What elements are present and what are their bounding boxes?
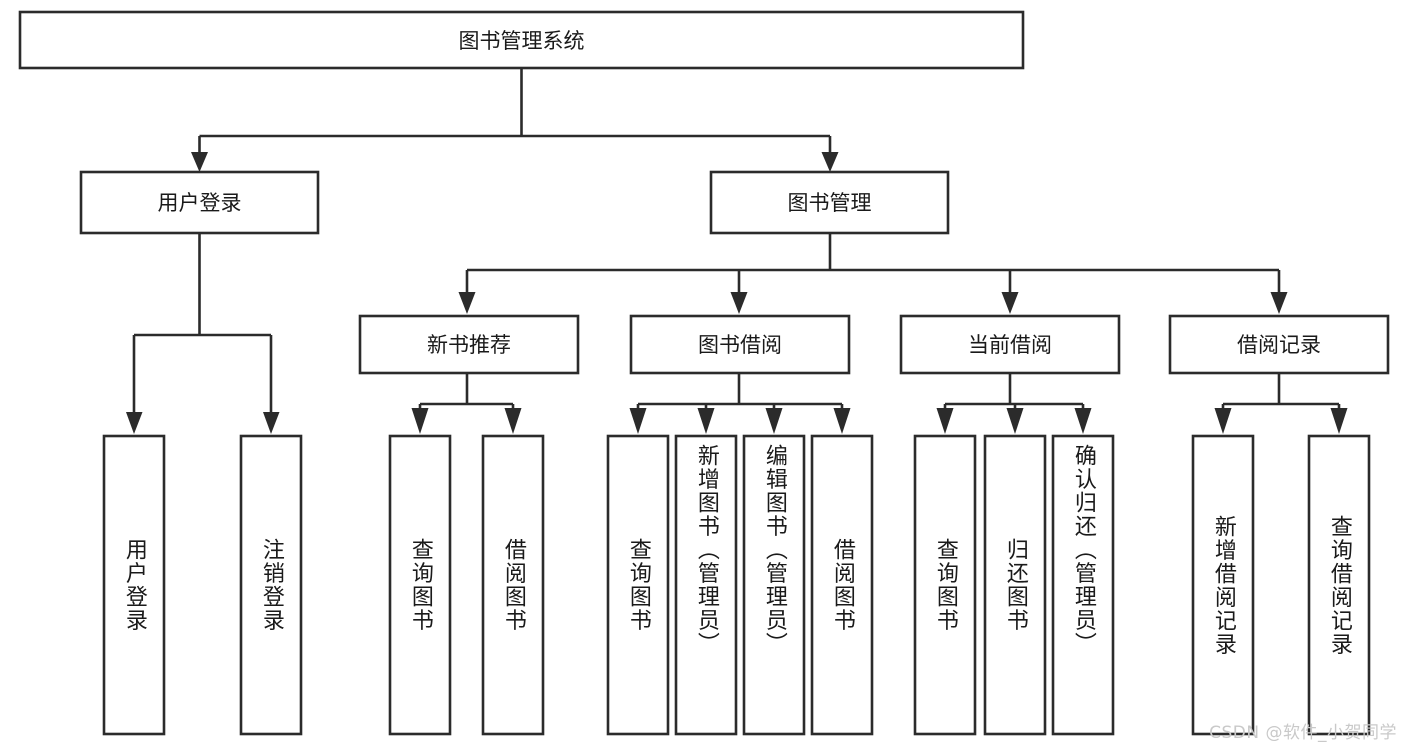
node-leaf-add-book-box[interactable] — [674, 434, 738, 736]
node-borrow-record-box[interactable] — [1168, 314, 1390, 375]
node-leaf-borrow-book-2-box[interactable] — [810, 434, 874, 736]
node-leaf-query-book-1-box[interactable] — [388, 434, 452, 736]
node-new-book-recommend-box[interactable] — [358, 314, 580, 375]
arrow-head-borrow-record — [1270, 292, 1288, 314]
node-book-borrow-label: 图书借阅 — [698, 333, 782, 357]
arrow-head-leaf-add-book — [697, 408, 715, 434]
node-leaf-query-record-box[interactable] — [1307, 434, 1371, 736]
node-current-borrow-box[interactable] — [899, 314, 1121, 375]
node-layer: 图书管理系统 用户登录 图书管理 新书推荐 图书借阅 当前借阅 借阅记录 — [18, 10, 1390, 736]
arrow-head-leaf-confirm-return — [1074, 408, 1092, 434]
node-leaf-return-book-box[interactable] — [983, 434, 1047, 736]
node-book-manage-box[interactable] — [709, 170, 950, 235]
node-user-login-box[interactable] — [79, 170, 320, 235]
arrow-head-leaf-add-record — [1214, 408, 1232, 434]
node-borrow-record-label: 借阅记录 — [1237, 333, 1321, 357]
node-leaf-edit-book-box[interactable] — [742, 434, 806, 736]
node-leaf-add-record-box[interactable] — [1191, 434, 1255, 736]
arrow-head-leaf-user-login — [126, 412, 143, 434]
arrow-head-leaf-borrow-book-1 — [504, 408, 522, 434]
arrow-head-leaf-return-book — [1006, 408, 1024, 434]
arrow-head-current-borrow — [1001, 292, 1019, 314]
node-root-label: 图书管理系统 — [459, 29, 585, 53]
connector-layer — [126, 68, 1348, 434]
node-leaf-borrow-book-1-box[interactable] — [481, 434, 545, 736]
arrow-head-leaf-user-logout — [263, 412, 280, 434]
node-leaf-query-book-3-box[interactable] — [913, 434, 977, 736]
node-leaf-user-login-box[interactable] — [102, 434, 166, 736]
arrow-head-new-book-recommend — [458, 292, 476, 314]
csdn-watermark: CSDN @软件_小贺同学 — [1209, 723, 1397, 743]
arrow-head-leaf-query-book-3 — [936, 408, 954, 434]
node-root-box[interactable] — [18, 10, 1025, 70]
node-user-login-label: 用户登录 — [158, 191, 242, 215]
arrow-head-leaf-edit-book — [765, 408, 783, 434]
node-leaf-user-logout-box[interactable] — [239, 434, 303, 736]
arrow-head-leaf-query-book-2 — [629, 408, 647, 434]
arrow-head-user-login — [191, 152, 208, 172]
node-leaf-query-book-2-box[interactable] — [606, 434, 670, 736]
node-book-borrow-box[interactable] — [629, 314, 851, 375]
arrow-head-leaf-query-book-1 — [411, 408, 429, 434]
arrow-head-book-borrow — [730, 292, 748, 314]
node-new-book-recommend-label: 新书推荐 — [427, 333, 511, 357]
arrow-head-leaf-borrow-book-2 — [833, 408, 851, 434]
node-leaf-confirm-return-box[interactable] — [1051, 434, 1115, 736]
node-current-borrow-label: 当前借阅 — [968, 333, 1052, 357]
node-book-manage-label: 图书管理 — [788, 191, 872, 215]
arrow-head-leaf-query-record — [1330, 408, 1348, 434]
arrow-head-book-manage — [821, 152, 839, 172]
